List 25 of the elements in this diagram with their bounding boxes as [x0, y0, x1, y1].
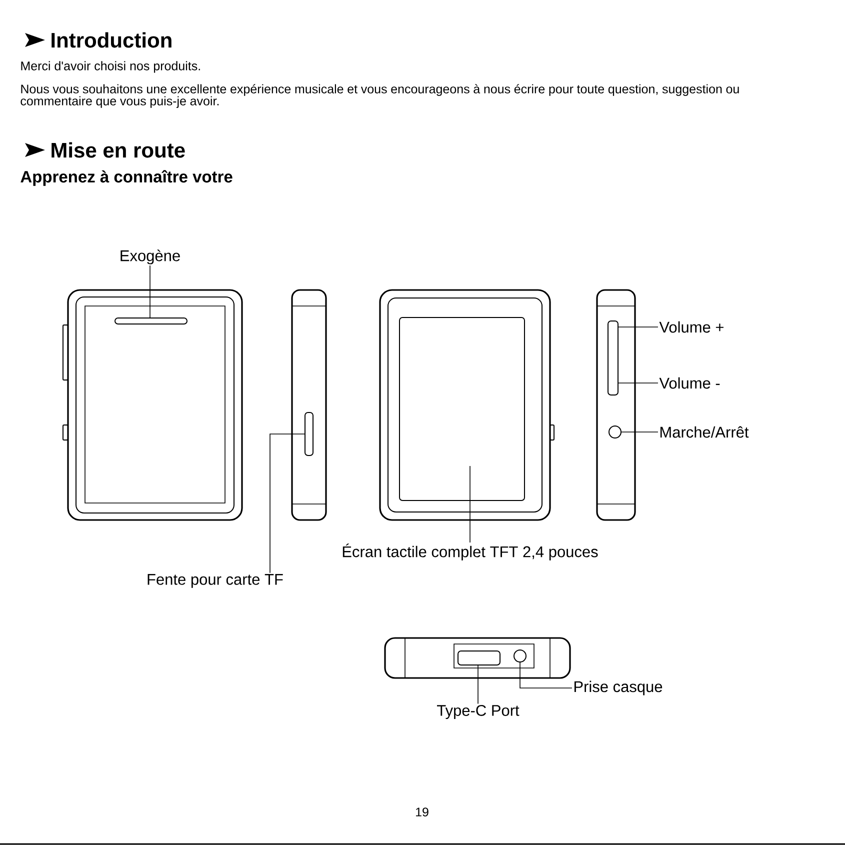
leader-line — [618, 382, 658, 384]
leader-line — [520, 662, 572, 688]
leader-line — [270, 434, 305, 574]
volume-button — [608, 320, 618, 396]
card-slot — [304, 412, 314, 456]
part-label: Prise casque — [574, 680, 662, 696]
page-number: 19 — [416, 808, 428, 816]
heading: Mise en route — [52, 142, 185, 158]
headphone-jack — [514, 650, 526, 662]
power-button — [608, 426, 622, 438]
touch-screen — [399, 317, 525, 501]
body-text: Merci d'avoir choisi nos produits. — [21, 61, 200, 73]
speaker-slot — [114, 318, 188, 324]
part-label: Marche/Arrêt — [660, 426, 749, 438]
part-label: Volume + — [659, 321, 724, 333]
part-label: Écran tactile complet TFT 2,4 pouces — [342, 544, 598, 560]
part-label: Type-C Port — [437, 704, 520, 720]
part-label: Fente pour carte TF — [148, 574, 283, 588]
leader-line — [618, 326, 658, 328]
usb-port — [458, 650, 500, 666]
body-text: Nous vous souhaitons une excellente expérience musicale et vous encourageons à nous écrire pour toute question, suggestion ou commentaire que vous puis-je avoir. — [20, 84, 739, 108]
heading: Introduction — [52, 32, 172, 48]
part-label: Exogène — [120, 250, 180, 264]
part-label: Volume - — [659, 377, 720, 389]
subheading: Apprenez à connaître votre — [20, 170, 232, 186]
